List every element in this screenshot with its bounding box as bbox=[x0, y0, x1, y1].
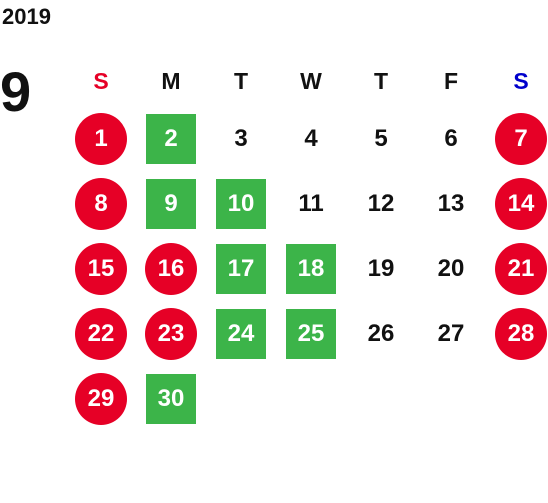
day-number: 6 bbox=[444, 124, 458, 152]
day-number: 11 bbox=[298, 189, 324, 217]
day-number: 20 bbox=[437, 254, 465, 282]
day-number: 23 bbox=[145, 307, 197, 360]
day-number: 21 bbox=[495, 242, 547, 295]
day-cell[interactable]: 24 bbox=[206, 301, 276, 366]
day-number: 16 bbox=[145, 242, 197, 295]
day-number: 25 bbox=[286, 308, 336, 359]
day-number: 9 bbox=[146, 178, 196, 229]
day-number: 30 bbox=[146, 373, 196, 424]
day-number: 15 bbox=[75, 242, 127, 295]
day-number: 27 bbox=[437, 319, 465, 347]
day-cell[interactable]: 26 bbox=[346, 301, 416, 366]
day-number: 19 bbox=[367, 254, 395, 282]
day-number: 18 bbox=[286, 243, 336, 294]
day-number: 2 bbox=[146, 113, 196, 164]
weekday-header: S bbox=[513, 67, 529, 94]
day-cell[interactable]: 9 bbox=[136, 171, 206, 236]
day-number: 12 bbox=[367, 189, 395, 217]
day-cell[interactable]: 16 bbox=[136, 236, 206, 301]
weekday-header: F bbox=[443, 67, 459, 94]
day-cell[interactable]: 1 bbox=[66, 106, 136, 171]
day-cell[interactable]: 25 bbox=[276, 301, 346, 366]
day-number: 5 bbox=[374, 124, 388, 152]
day-number: 8 bbox=[75, 177, 127, 230]
day-number: 7 bbox=[495, 112, 547, 165]
day-number: 14 bbox=[495, 177, 547, 230]
weekday-header: T bbox=[233, 67, 249, 94]
day-cell[interactable]: 18 bbox=[276, 236, 346, 301]
day-cell[interactable]: 13 bbox=[416, 171, 486, 236]
day-cell[interactable]: 28 bbox=[486, 301, 548, 366]
day-cell[interactable]: 20 bbox=[416, 236, 486, 301]
day-cell[interactable]: 7 bbox=[486, 106, 548, 171]
day-number: 10 bbox=[216, 178, 266, 229]
day-cell[interactable]: 15 bbox=[66, 236, 136, 301]
day-cell[interactable]: 11 bbox=[276, 171, 346, 236]
calendar-year: 2019 bbox=[2, 4, 51, 29]
day-cell[interactable]: 2 bbox=[136, 106, 206, 171]
day-number: 3 bbox=[234, 124, 248, 152]
day-cell[interactable]: 14 bbox=[486, 171, 548, 236]
day-cell[interactable]: 10 bbox=[206, 171, 276, 236]
day-number: 1 bbox=[75, 112, 127, 165]
calendar-month: 9 bbox=[0, 60, 32, 123]
day-cell[interactable]: 5 bbox=[346, 106, 416, 171]
day-cell[interactable]: 30 bbox=[136, 366, 206, 431]
day-number: 17 bbox=[216, 243, 266, 294]
day-number: 28 bbox=[495, 307, 547, 360]
day-cell[interactable]: 4 bbox=[276, 106, 346, 171]
day-number: 13 bbox=[437, 189, 465, 217]
day-cell[interactable]: 23 bbox=[136, 301, 206, 366]
day-number: 4 bbox=[304, 124, 318, 152]
day-cell[interactable]: 21 bbox=[486, 236, 548, 301]
day-number: 24 bbox=[216, 308, 266, 359]
day-cell[interactable]: 19 bbox=[346, 236, 416, 301]
day-cell[interactable]: 22 bbox=[66, 301, 136, 366]
day-cell[interactable]: 6 bbox=[416, 106, 486, 171]
day-number: 22 bbox=[75, 307, 127, 360]
weekday-header: W bbox=[300, 67, 322, 94]
day-cell[interactable]: 3 bbox=[206, 106, 276, 171]
day-cell[interactable]: 27 bbox=[416, 301, 486, 366]
day-cell[interactable]: 12 bbox=[346, 171, 416, 236]
weekday-header: T bbox=[373, 67, 389, 94]
weekday-header: S bbox=[93, 67, 109, 94]
day-cell[interactable]: 29 bbox=[66, 366, 136, 431]
day-number: 29 bbox=[75, 372, 127, 425]
day-cell[interactable]: 8 bbox=[66, 171, 136, 236]
weekday-header: M bbox=[161, 67, 181, 94]
day-number: 26 bbox=[367, 319, 395, 347]
day-cell[interactable]: 17 bbox=[206, 236, 276, 301]
